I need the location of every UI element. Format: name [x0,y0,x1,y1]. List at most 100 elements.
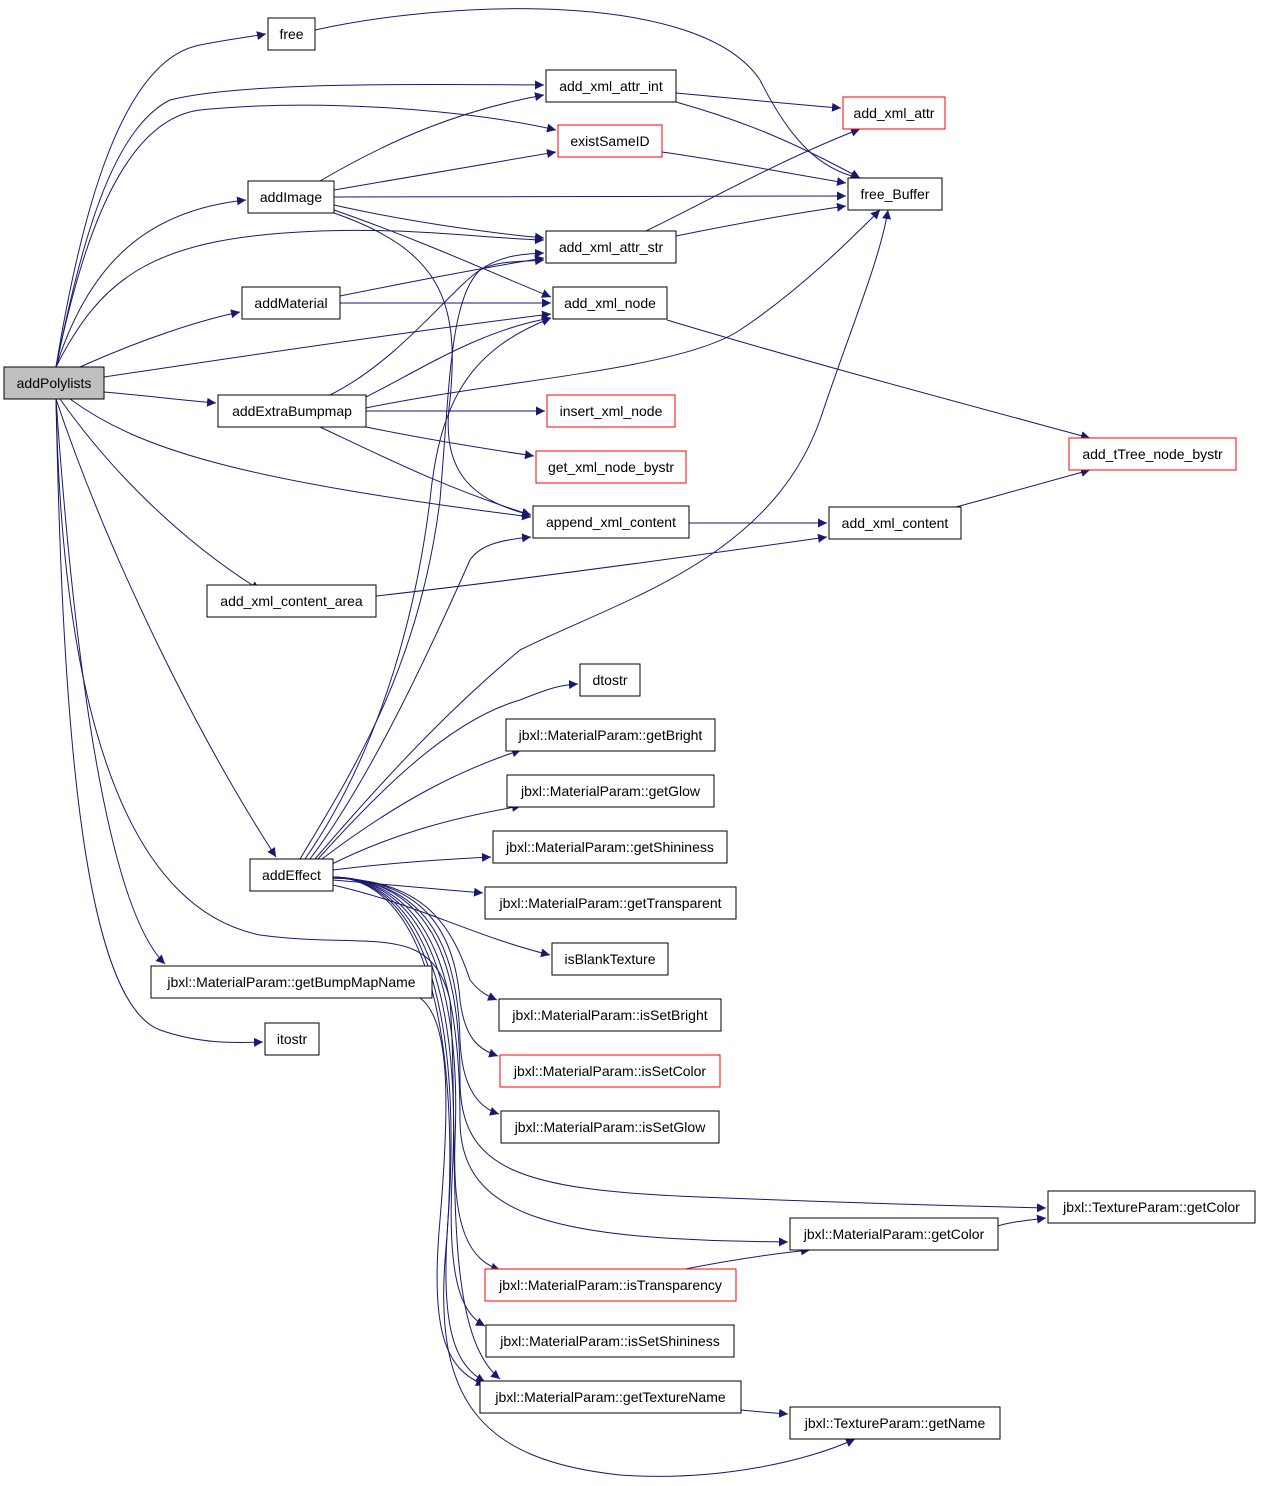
edge-addExtraBumpmap-to-add_xml_node [365,315,552,398]
edge-arrow [309,533,532,860]
edge-add_xml_attr_str-to-add_xml_attr [645,128,861,232]
node-itostr[interactable]: itostr [264,1022,320,1056]
node-add_xml_attr_int[interactable]: add_xml_attr_int [545,69,677,103]
node-addExtraBumpmap[interactable]: addExtraBumpmap [217,394,367,428]
edge-arrow [314,209,892,860]
edge-addPolylists-to-add_xml_content_area [59,398,261,591]
edge-arrow [55,398,166,965]
node-isTransparency[interactable]: jbxl::MaterialParam::isTransparency [484,1268,737,1302]
node-isSetBright[interactable]: jbxl::MaterialParam::isSetBright [498,998,722,1032]
node-isSetShininess[interactable]: jbxl::MaterialParam::isSetShininess [485,1324,735,1358]
edge-arrow [319,426,532,517]
edge-arrow [329,256,545,396]
node-add_xml_content_area[interactable]: add_xml_content_area [206,584,377,618]
edge-addExtraBumpmap-to-get_xml_node_bystr [365,426,535,460]
node-tpGetName[interactable]: jbxl::TextureParam::getName [789,1406,1001,1440]
node-addImage[interactable]: addImage [247,180,335,214]
edge-addEffect-to-getBright [321,748,522,860]
edge-addPolylists-to-addExtraBumpmap [103,391,217,407]
edge-arrow [332,876,501,1272]
edge-arrow [955,468,1091,508]
node-label: jbxl::MaterialParam::getBright [518,727,703,743]
edge-arrow [332,876,486,1383]
node-box [546,394,676,428]
edge-arrow [375,533,828,597]
node-mpGetColor[interactable]: jbxl::MaterialParam::getColor [789,1217,999,1251]
node-tpGetColor[interactable]: jbxl::TextureParam::getColor [1047,1190,1256,1224]
node-add_xml_attr[interactable]: add_xml_attr [842,96,946,130]
node-label: add_xml_node [564,295,656,311]
node-insert_xml_node[interactable]: insert_xml_node [546,394,676,428]
node-box [532,505,690,539]
node-dtostr[interactable]: dtostr [579,663,641,697]
node-free_Buffer[interactable]: free_Buffer [847,177,943,211]
edge-arrow [319,92,545,182]
node-getShininess[interactable]: jbxl::MaterialParam::getShininess [492,830,728,864]
edge-arrow [339,254,545,297]
edge-addPolylists-to-getTextureName [55,398,501,1380]
node-existSameID[interactable]: existSameID [557,124,663,158]
edge-existSameID-to-free_Buffer [661,151,847,186]
edge-arrow [333,212,532,518]
edge-arrow [419,997,486,1387]
node-box [506,774,715,808]
node-getBright[interactable]: jbxl::MaterialParam::getBright [505,718,716,752]
node-getGlow[interactable]: jbxl::MaterialParam::getGlow [506,774,715,808]
edge-addEffect-to-getTextureName [332,876,486,1383]
node-isSetColor[interactable]: jbxl::MaterialParam::isSetColor [499,1054,721,1088]
edge-arrow [332,877,500,1116]
edge-arrow [332,879,484,897]
node-isSetGlow[interactable]: jbxl::MaterialParam::isSetGlow [500,1110,720,1144]
edge-arrow [365,426,535,460]
edge-addEffect-to-getShininess [332,852,492,871]
node-box [479,1380,742,1414]
edge-arrow [55,229,545,368]
edge-arrow [645,128,861,232]
node-free[interactable]: free [267,17,316,51]
node-getTextureName[interactable]: jbxl::MaterialParam::getTextureName [479,1380,742,1414]
node-box [579,663,641,697]
node-append_xml_content[interactable]: append_xml_content [532,505,690,539]
edge-arrow [675,202,847,237]
edge-addEffect-to-isSetGlow [332,877,500,1116]
node-label: add_tTree_node_bystr [1082,446,1223,462]
edge-addExtraBumpmap-to-append_xml_content [319,426,532,517]
node-label: add_xml_attr [854,105,935,121]
edge-add_xml_attr_int-to-add_xml_attr [675,92,842,112]
edge-arrow [55,196,247,368]
node-label: jbxl::MaterialParam::isSetGlow [514,1119,707,1135]
node-add_xml_content[interactable]: add_xml_content [828,506,962,540]
edge-getTextureName-to-tpGetName [740,1408,789,1418]
node-box [789,1406,1001,1440]
node-box [217,394,367,428]
edge-addEffect-to-getGlow [329,803,522,866]
edge-addEffect-to-isTransparency [332,876,501,1272]
node-label: jbxl::MaterialParam::getBumpMapName [166,974,415,990]
node-add_xml_attr_str[interactable]: add_xml_attr_str [545,230,677,264]
node-label: addExtraBumpmap [232,403,352,419]
node-isBlankTexture[interactable]: isBlankTexture [551,942,669,976]
edge-arrow [740,1408,789,1418]
edge-arrow [299,248,545,860]
node-add_xml_node[interactable]: add_xml_node [552,286,668,320]
node-box [551,942,669,976]
edge-arrow [332,876,789,1247]
edge-addImage-to-add_xml_attr_str [333,204,545,242]
node-label: jbxl::MaterialParam::getShininess [505,839,714,855]
node-label: add_xml_content_area [220,593,363,609]
node-getTransparent[interactable]: jbxl::MaterialParam::getTransparent [484,886,737,920]
node-label: jbxl::MaterialParam::isSetColor [513,1063,707,1079]
node-get_xml_node_bystr[interactable]: get_xml_node_bystr [535,450,687,484]
node-box [545,230,677,264]
edge-addImage-to-add_xml_node [333,209,552,298]
node-getBumpMapName[interactable]: jbxl::MaterialParam::getBumpMapName [150,965,433,999]
edge-addEffect-to-free_Buffer [314,209,892,860]
node-add_tTree_node_bystr[interactable]: add_tTree_node_bystr [1068,437,1237,471]
node-box [3,366,105,400]
node-addMaterial[interactable]: addMaterial [241,286,341,320]
edge-addImage-to-append_xml_content [333,212,532,518]
edge-addEffect-to-add_xml_attr_str [299,248,545,860]
node-addEffect[interactable]: addEffect [249,858,334,892]
node-box [498,998,722,1032]
node-addPolylists[interactable]: addPolylists [3,366,105,400]
